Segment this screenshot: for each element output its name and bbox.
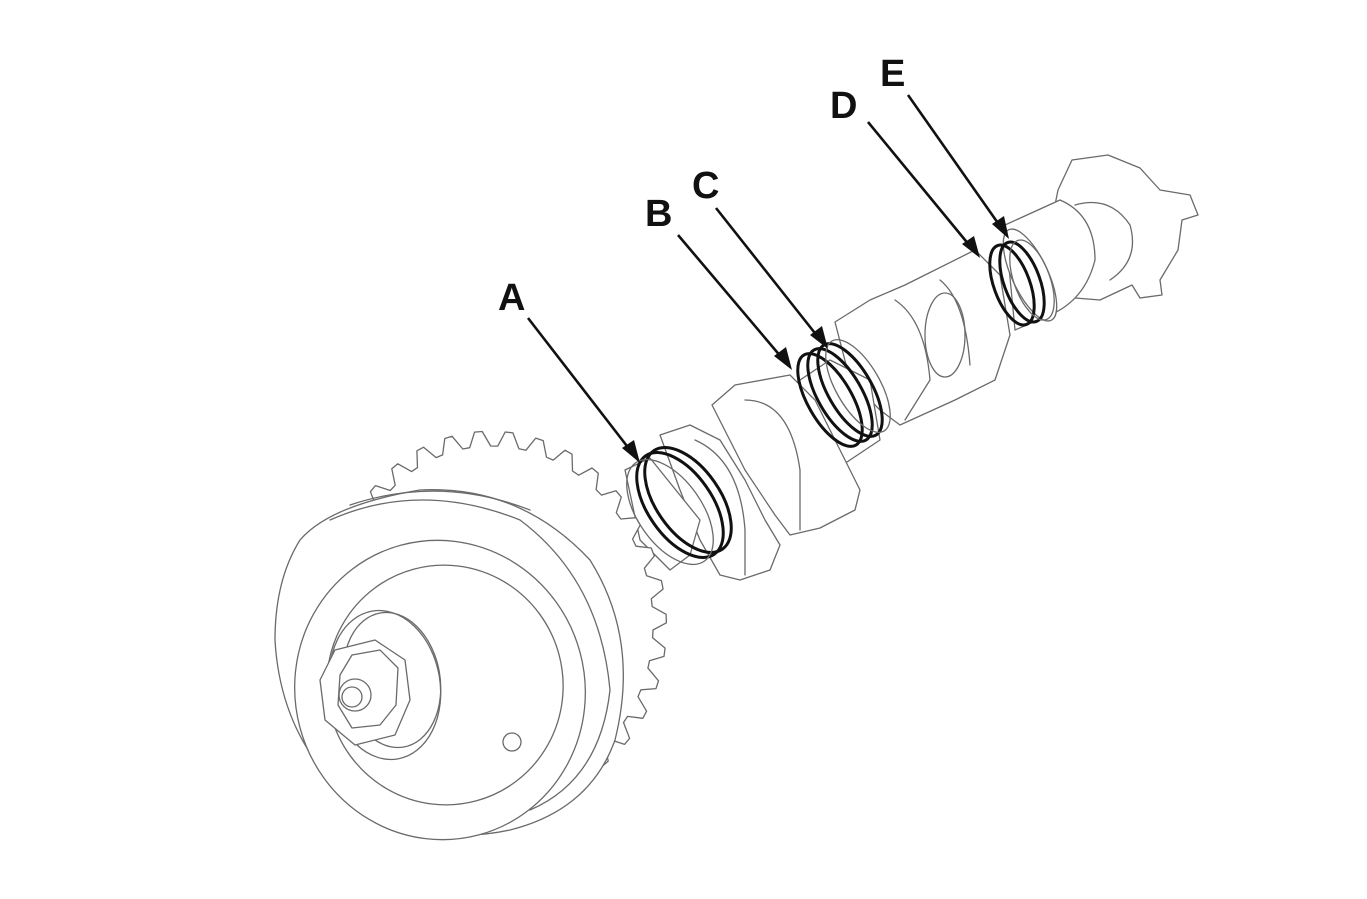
label-C: C <box>692 165 719 207</box>
hex-bolt <box>319 639 411 746</box>
arrow-E-head <box>992 216 1009 239</box>
label-D: D <box>830 85 857 127</box>
arrow-D-head <box>962 236 980 258</box>
arrow-B <box>677 234 783 359</box>
ring-A <box>624 446 733 571</box>
arrow-A <box>526 317 632 451</box>
arrow-B-head <box>774 347 792 370</box>
leader-arrows <box>526 94 1009 463</box>
label-B: B <box>645 193 672 235</box>
cam-phaser <box>274 489 624 841</box>
arrow-C <box>714 207 820 338</box>
label-E: E <box>880 53 905 95</box>
middle-cam-lobe <box>711 374 861 536</box>
ring-D-E <box>988 239 1055 327</box>
arrow-E <box>906 94 1002 227</box>
rear-cam-lobe <box>834 249 1011 426</box>
label-A: A <box>498 277 525 319</box>
arrow-A-head <box>622 440 640 463</box>
arrow-C-head <box>810 326 828 349</box>
phaser-hole <box>502 732 522 752</box>
arrow-D <box>866 121 972 247</box>
